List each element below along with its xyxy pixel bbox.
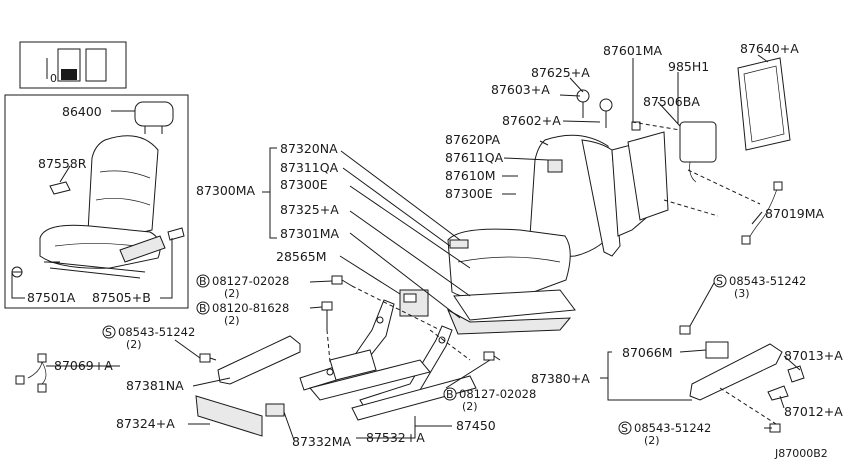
symbol-screw-3: S xyxy=(618,421,632,435)
label-motor: 28565M xyxy=(276,249,327,264)
symbol-screw-2: S xyxy=(713,274,727,288)
label-adjuster-left: 87381NA xyxy=(126,378,184,393)
label-bolt-1: 08127-02028 xyxy=(212,274,289,288)
leader-lines xyxy=(46,54,801,441)
label-back-trim: 87320NA xyxy=(280,141,338,156)
label-bolt-3-qty: (2) xyxy=(462,400,478,413)
label-cushion-trim: 87311QA xyxy=(280,160,339,175)
svg-text:B: B xyxy=(446,388,454,401)
label-adjuster-assy: 87450 xyxy=(456,418,496,433)
bolt-icon xyxy=(331,275,353,287)
inset-lever-icon xyxy=(167,227,185,241)
symbol-bolt-1: B xyxy=(196,274,210,288)
label-lever-a: 87013+A xyxy=(784,348,843,363)
harness-icon xyxy=(15,353,47,393)
label-screw-2-qty: (3) xyxy=(734,287,750,300)
svg-text:B: B xyxy=(199,302,207,315)
diagram-code: J87000B2 xyxy=(774,447,828,460)
label-bracket: 985H1 xyxy=(668,59,709,74)
label-harness: 87069+A xyxy=(54,358,113,373)
left-adjuster-piece xyxy=(195,335,301,437)
screw-icon xyxy=(199,353,217,363)
label-side-finisher: 87380+A xyxy=(531,371,590,386)
label-cover-m: 87066M xyxy=(622,345,673,360)
seat-back-assembly xyxy=(529,131,669,259)
label-screw-1-qty: (2) xyxy=(126,338,142,351)
label-frame-e: 87300E xyxy=(280,177,328,192)
seat-position-key-icon: 0 xyxy=(19,41,127,89)
motor-icon xyxy=(399,289,429,317)
label-rail: 87532+A xyxy=(366,430,425,445)
inset-front-seat: 86400 87558R 87501A 87505+B xyxy=(4,94,189,309)
inset-frame xyxy=(4,94,189,309)
svg-text:S: S xyxy=(716,275,723,288)
label-knob-cover: 87332MA xyxy=(292,434,352,449)
svg-text:S: S xyxy=(621,422,628,435)
bolt-icon-2 xyxy=(321,301,333,330)
label-side-cover: 87558R xyxy=(38,156,87,171)
label-screw-1: 08543-51242 xyxy=(118,325,195,339)
label-guide: 87603+A xyxy=(491,82,550,97)
airbag-module xyxy=(679,121,717,183)
inset-headrest xyxy=(134,101,174,134)
label-knob: 87501A xyxy=(27,290,76,305)
svg-text:0: 0 xyxy=(50,72,57,85)
label-guide-lock: 87602+A xyxy=(502,113,561,128)
label-seat-assembly: 87300MA xyxy=(196,183,256,198)
label-back-m: 87610M xyxy=(445,168,496,183)
label-screw-3: 08543-51242 xyxy=(634,421,711,435)
knob-cover-icon xyxy=(265,403,285,417)
side-finisher xyxy=(679,325,805,433)
label-headrest: 86400 xyxy=(62,104,102,119)
label-screw-3-qty: (2) xyxy=(644,434,660,447)
bolt-icon-3 xyxy=(483,351,501,361)
label-back-e: 87300E xyxy=(445,186,493,201)
label-bolt-2-qty: (2) xyxy=(224,314,240,327)
label-screw-2: 08543-51242 xyxy=(729,274,806,288)
label-lumbar: 87601MA xyxy=(603,43,663,58)
label-finisher: 87324+A xyxy=(116,416,175,431)
inset-seat xyxy=(39,135,166,279)
label-bolt-1-qty: (2) xyxy=(224,287,240,300)
label-lever-b: 87012+A xyxy=(784,404,843,419)
inset-side-cover-icon xyxy=(49,181,71,195)
back-harness-icon xyxy=(741,181,783,245)
symbol-screw-1: S xyxy=(102,325,116,339)
headrest-guides xyxy=(576,89,641,131)
label-escutcheon: 87625+A xyxy=(531,65,590,80)
symbol-bolt-2: B xyxy=(196,301,210,315)
svg-text:B: B xyxy=(199,275,207,288)
label-back-board: 87640+A xyxy=(740,41,799,56)
seat-cushion-assembly xyxy=(446,228,576,335)
seat-adjuster-frame xyxy=(299,299,477,421)
label-back-pad: 87301MA xyxy=(280,226,340,241)
svg-text:S: S xyxy=(105,326,112,339)
back-board xyxy=(737,57,791,151)
symbol-bolt-3: B xyxy=(443,387,457,401)
label-back-clip: 87611QA xyxy=(445,150,504,165)
label-pad: 87325+A xyxy=(280,202,339,217)
label-lever: 87505+B xyxy=(92,290,151,305)
label-back-pad-pa: 87620PA xyxy=(445,132,501,147)
label-back-harness: 87019MA xyxy=(765,206,825,221)
label-bolt-3: 08127-02028 xyxy=(459,387,536,401)
label-bolt-2: 08120-81628 xyxy=(212,301,289,315)
label-airbag: 87506BA xyxy=(643,94,700,109)
